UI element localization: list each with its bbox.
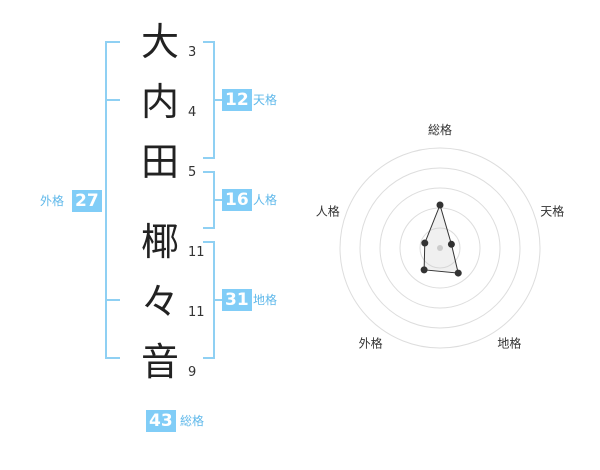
name-char-1: 大: [140, 20, 179, 64]
radar-point-1: [436, 201, 444, 209]
radar-ring-4: [359, 167, 521, 329]
chikaku-value: 31: [222, 289, 252, 311]
radar-axis-label-4: 外格: [359, 335, 383, 350]
stroke-count-2: 4: [188, 105, 197, 120]
stroke-count-6: 9: [188, 365, 197, 380]
stroke-count-5: 11: [188, 305, 205, 320]
stroke-count-1: 3: [188, 45, 197, 60]
radar-axis-label-1: 総格: [428, 122, 452, 137]
jinkaku-value: 16: [222, 189, 252, 211]
radar-point-3: [454, 269, 462, 277]
gaikaku-value: 27: [72, 190, 102, 212]
gaikaku-bracket: [105, 41, 120, 359]
radar-point-2: [447, 240, 455, 248]
radar-point-4: [420, 266, 428, 274]
radar-center-point: [437, 245, 443, 251]
radar-series-area: [423, 203, 459, 274]
name-char-4: 椰: [140, 220, 179, 264]
tenkaku-value: 12: [222, 89, 252, 111]
name-char-3: 田: [140, 140, 179, 184]
stroke-count-3: 5: [188, 165, 197, 180]
radar-axis-label-5: 人格: [316, 204, 340, 219]
name-char-2: 内: [140, 80, 179, 124]
jinkaku-label: 人格: [253, 193, 278, 207]
radar-ring-3: [379, 187, 501, 309]
gaikaku-label: 外格: [40, 194, 65, 208]
radar-axis-label-3: 地格: [497, 335, 521, 350]
soukaku-label: 総格: [180, 414, 205, 428]
stroke-count-4: 11: [188, 245, 205, 260]
name-char-5: 々: [140, 280, 179, 324]
tenkaku-label: 天格: [253, 93, 278, 107]
chikaku-label: 地格: [253, 293, 278, 307]
name-char-6: 音: [140, 340, 179, 384]
radar-point-5: [421, 239, 429, 247]
soukaku-value: 43: [146, 410, 176, 432]
radar-ring-1: [419, 227, 461, 269]
radar-axis-label-2: 天格: [540, 204, 564, 219]
